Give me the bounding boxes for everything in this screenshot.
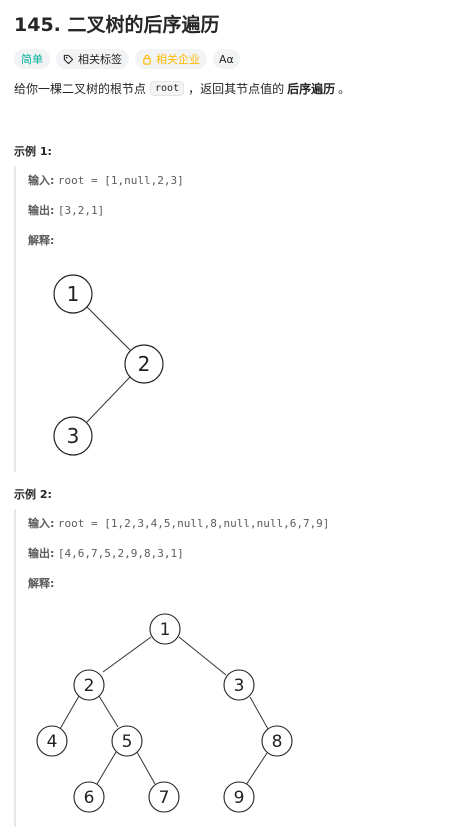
problem-description: 给你一棵二叉树的根节点 root ，返回其节点值的 后序遍历 。 [14, 80, 350, 97]
tree-edge [86, 306, 131, 351]
tree-node-label: 2 [138, 352, 151, 376]
tree-edge [59, 695, 80, 730]
example-1-tree: 1 2 3 [53, 274, 164, 456]
description-prefix: 给你一棵二叉树的根节点 [14, 82, 147, 96]
problem-title: 145. 二叉树的后序遍历 [14, 14, 220, 36]
example-1-input-value: root = [1,null,2,3] [57, 174, 184, 187]
tag-bar: 简单 相关标签 相关企业 Aα [14, 49, 240, 69]
example-1-title: 示例 1: [14, 145, 52, 158]
difficulty-label: 简单 [21, 53, 43, 66]
example-2-output-label: 输出: [28, 547, 55, 560]
tree-node: 1 [149, 613, 181, 645]
example-2-output: 输出: [4,6,7,5,2,9,8,3,1] [28, 545, 184, 561]
tree-edge [249, 696, 269, 730]
example-2-explain-label: 解释: [28, 577, 55, 590]
tree-edge [98, 695, 119, 728]
tree-node: 2 [73, 669, 105, 701]
tag-icon [63, 54, 74, 64]
tree-edge [102, 636, 152, 673]
example-1-input: 输入: root = [1,null,2,3] [28, 172, 184, 188]
tree-node: 9 [223, 781, 255, 813]
example-1-output: 输出: [3,2,1] [28, 202, 104, 218]
description-suffix: 。 [338, 82, 351, 96]
example-2-block: 输入: root = [1,2,3,4,5,null,8,null,null,6… [14, 509, 329, 827]
tree-edge [245, 752, 268, 786]
description-bold: 后序遍历 [287, 82, 336, 96]
tree-node-label: 1 [67, 282, 80, 306]
example-2-input-value: root = [1,2,3,4,5,null,8,null,null,6,7,9… [57, 517, 330, 530]
example-2-output-value: [4,6,7,5,2,9,8,3,1] [57, 547, 184, 560]
tree-node-label: 9 [234, 788, 245, 808]
tree-node-label: 2 [84, 676, 95, 696]
company-tag-button[interactable]: 相关企业 [135, 49, 207, 69]
tree-node-label: 8 [272, 732, 283, 752]
tree-node: 3 [223, 669, 255, 701]
tree-node-label: 5 [122, 732, 133, 752]
tree-edge [86, 376, 131, 423]
tree-node: 7 [148, 781, 180, 813]
tree-node: 1 [53, 274, 93, 314]
tree-node: 3 [53, 416, 93, 456]
company-tag-label: 相关企业 [156, 53, 200, 66]
tree-node-label: 7 [159, 788, 170, 808]
tree-node-label: 6 [84, 788, 95, 808]
example-1-explain: 解释: [28, 232, 54, 248]
tree-edge [96, 751, 117, 785]
tree-node: 4 [36, 725, 68, 757]
description-code: root [150, 81, 185, 96]
tree-edge [178, 636, 227, 676]
font-size-button[interactable]: Aα [213, 49, 240, 69]
example-2-explain: 解释: [28, 575, 54, 591]
description-middle: ，返回其节点值的 [188, 82, 285, 96]
example-1-block: 输入: root = [1,null,2,3] 输出: [3,2,1] 解释: [14, 166, 184, 472]
example-1-explain-label: 解释: [28, 234, 55, 247]
tree-node-label: 3 [234, 676, 245, 696]
tree-node: 2 [124, 344, 164, 384]
example-1-input-label: 输入: [28, 174, 55, 187]
tree-node: 6 [73, 781, 105, 813]
tree-edge [136, 751, 156, 785]
example-2-tree: 1 2 3 4 5 8 6 7 [36, 613, 293, 813]
tree-node-label: 1 [160, 620, 171, 640]
example-2-input: 输入: root = [1,2,3,4,5,null,8,null,null,6… [28, 515, 329, 531]
example-1-output-value: [3,2,1] [57, 204, 105, 217]
topics-tag-label: 相关标签 [78, 53, 122, 66]
font-size-icon: Aα [219, 52, 234, 66]
tree-node: 8 [261, 725, 293, 757]
example-2-input-label: 输入: [28, 517, 55, 530]
tree-node: 5 [111, 725, 143, 757]
example-1-output-label: 输出: [28, 204, 55, 217]
lock-icon [143, 54, 151, 65]
difficulty-tag[interactable]: 简单 [14, 49, 50, 69]
topics-tag-button[interactable]: 相关标签 [56, 49, 129, 69]
tree-node-label: 4 [47, 732, 58, 752]
tree-node-label: 3 [67, 424, 80, 448]
example-2-title: 示例 2: [14, 488, 52, 501]
